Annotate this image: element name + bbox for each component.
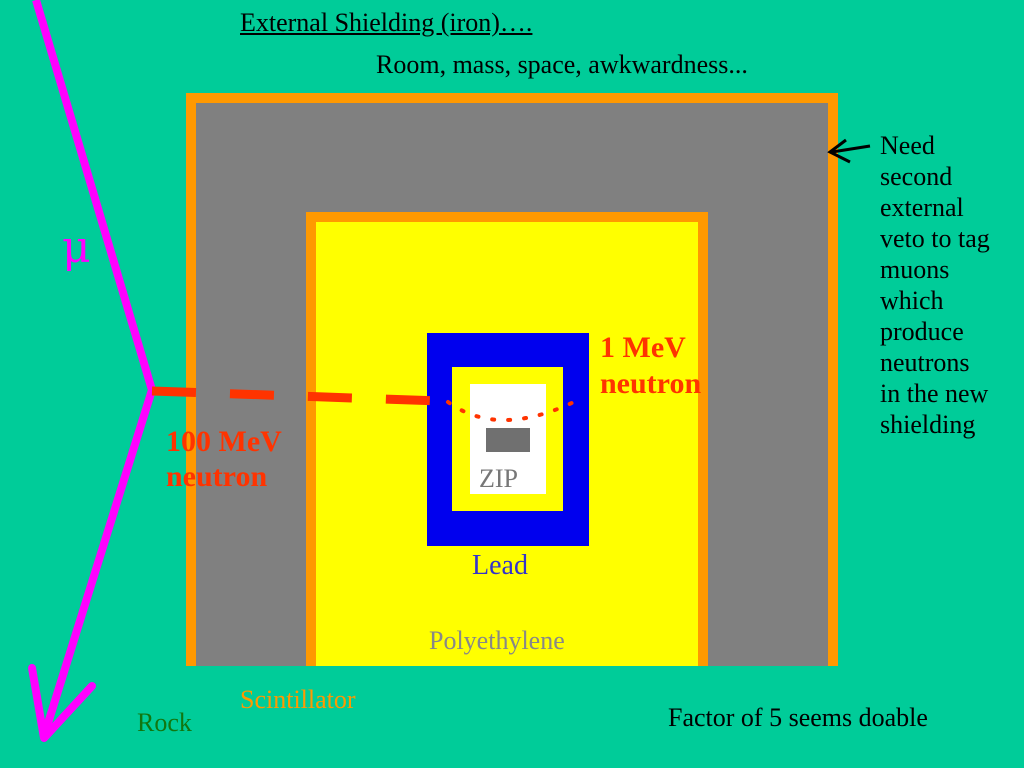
polyethylene-label: Polyethylene <box>429 626 565 655</box>
neutron-1mev-label: 1 MeV neutron <box>600 330 701 402</box>
slide-subtitle: Room, mass, space, awkwardness... <box>376 50 748 79</box>
note-line: Need <box>880 131 935 160</box>
neutron-100mev-label: 100 MeV neutron <box>166 424 282 494</box>
note-line: muons <box>880 255 950 284</box>
note-line: in the new <box>880 379 989 408</box>
footer-note: Factor of 5 seems doable <box>668 703 928 732</box>
muon-arrowhead <box>28 664 96 742</box>
neutron-1mev-word: neutron <box>600 367 702 400</box>
muon-label: μ <box>62 222 91 273</box>
neutron-1mev-energy: 1 MeV <box>600 331 686 364</box>
lead-label: Lead <box>472 550 528 581</box>
note-line: external <box>880 193 964 222</box>
muon-track <box>32 0 157 738</box>
note-line: shielding <box>880 410 976 439</box>
note-line: veto to tag <box>880 224 990 253</box>
note-line: second <box>880 162 953 191</box>
rock-label: Rock <box>137 708 192 737</box>
note-line: which <box>880 286 944 315</box>
note-line: neutrons <box>880 348 970 377</box>
scintillator-label: Scintillator <box>240 685 356 714</box>
neutron-100mev-energy: 100 MeV <box>166 425 282 458</box>
slide-title: External Shielding (iron)…. <box>240 8 533 37</box>
zip-detector <box>486 428 530 452</box>
veto-note: Need second external veto to tag muons w… <box>880 130 1024 440</box>
neutron-100mev-word: neutron <box>166 460 268 493</box>
zip-label: ZIP <box>479 464 518 493</box>
note-line: produce <box>880 317 964 346</box>
